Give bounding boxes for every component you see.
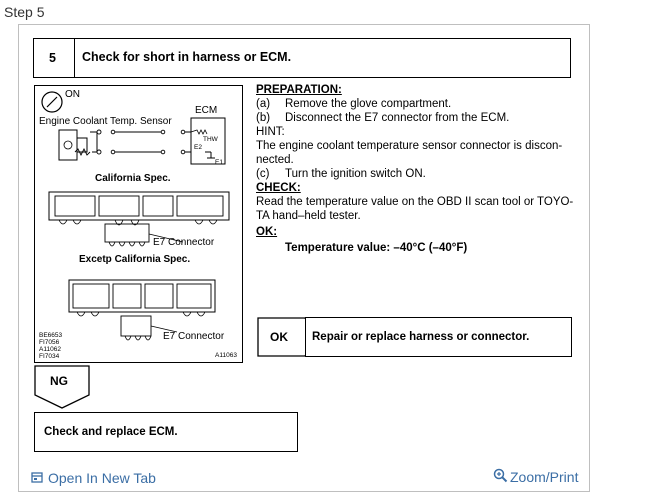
step-number: 5 [49, 51, 56, 65]
step-b-label: (b) [256, 112, 271, 124]
step-number-cell: 5 [34, 39, 75, 77]
e7-connector-label-top: E7 Connector [153, 237, 215, 248]
step-c-text: Turn the ignition switch ON. [285, 168, 426, 180]
e1-label: E1 [215, 159, 223, 166]
step-heading: Step 5 [4, 4, 45, 20]
ok-result-label: OK [270, 330, 288, 344]
step-b-text: Disconnect the E7 connector from the ECM… [285, 112, 510, 124]
ok-heading: OK: [256, 226, 278, 238]
figure-code-3: A11062 [39, 346, 61, 353]
circuit-schematic [58, 117, 226, 165]
figure-id: A11063 [215, 352, 237, 359]
ok-action-text: Repair or replace harness or connector. [312, 331, 530, 343]
ng-result-label: NG [50, 374, 68, 388]
open-in-new-tab-label: Open In New Tab [48, 470, 156, 486]
wiring-diagram: ON Engine Coolant Temp. Sensor ECM [34, 85, 243, 363]
california-connector-drawing [48, 191, 230, 247]
hint-label: HINT: [256, 126, 285, 138]
step-c-label: (c) [256, 168, 270, 180]
e2-label: E2 [194, 144, 202, 151]
sensor-label: Engine Coolant Temp. Sensor [39, 116, 172, 127]
california-spec-label: California Spec. [95, 173, 171, 184]
zoom-icon [493, 468, 508, 483]
figure-code-1: BE6653 [39, 332, 63, 339]
e7-connector-label-bottom: E7 Connector [163, 331, 225, 342]
figure-code-4: FI7034 [39, 353, 60, 360]
step-title: Check for short in harness or ECM. [82, 50, 292, 64]
new-tab-icon [31, 472, 43, 483]
except-california-connector-drawing [68, 279, 216, 341]
ng-action-box: Check and replace ECM. [34, 412, 298, 452]
expected-temperature: Temperature value: –40°C (–40°F) [285, 242, 468, 254]
open-in-new-tab-link[interactable]: Open In New Tab [31, 470, 156, 486]
ignition-on-label: ON [65, 89, 80, 100]
ng-arrow-shape [34, 365, 90, 409]
step-a-text: Remove the glove compartment. [285, 98, 452, 110]
hint-line-2: nected. [256, 154, 294, 166]
zoom-print-label: Zoom/Print [510, 469, 579, 485]
figure-code-2: FI7056 [39, 339, 60, 346]
step-a-label: (a) [256, 98, 271, 110]
ok-action-box: Repair or replace harness or connector. [305, 317, 572, 357]
hint-line-1: The engine coolant temperature sensor co… [256, 140, 563, 152]
check-line-1: Read the temperature value on the OBD II… [256, 196, 574, 208]
ng-action-text: Check and replace ECM. [44, 426, 178, 438]
procedure-image: 5 Check for short in harness or ECM. ON … [18, 24, 590, 492]
ecm-label: ECM [195, 105, 218, 116]
thw-label: THW [203, 136, 218, 143]
ignition-switch-icon [41, 91, 63, 113]
zoom-print-link[interactable]: Zoom/Print [493, 468, 578, 485]
check-line-2: TA hand–held tester. [256, 210, 361, 222]
except-california-label: Excetp California Spec. [79, 254, 191, 265]
check-heading: CHECK: [256, 182, 301, 194]
step-header: 5 Check for short in harness or ECM. [33, 38, 571, 78]
preparation-heading: PREPARATION: [256, 84, 342, 96]
